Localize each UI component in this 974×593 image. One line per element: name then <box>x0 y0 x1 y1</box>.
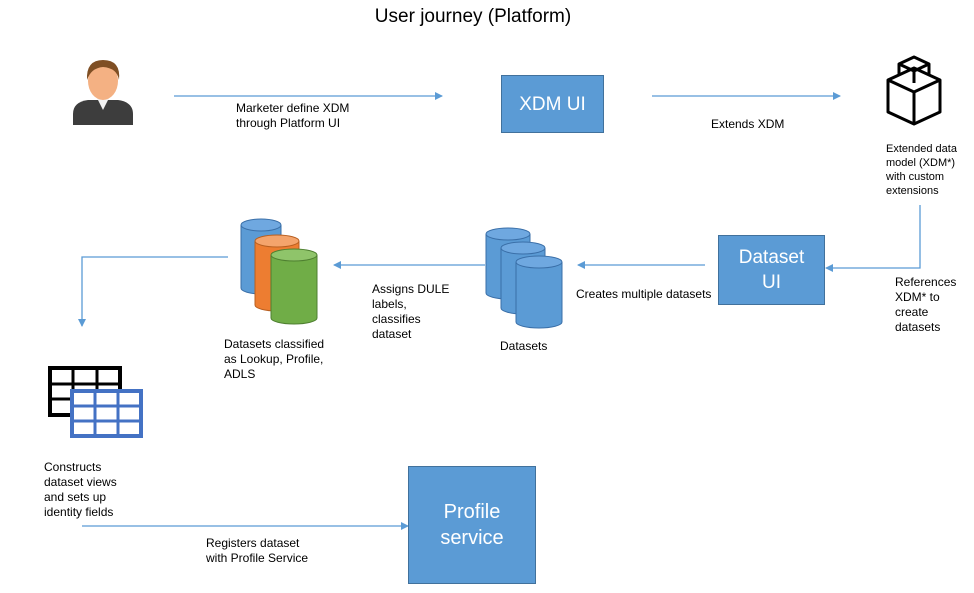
label-extended-model: Extended data model (XDM*) with custom e… <box>886 143 957 197</box>
label-assigns-dule: Assigns DULE labels, classifies dataset <box>372 282 450 341</box>
database-stack-icon <box>485 227 563 329</box>
label-constructs-views: Constructs dataset views and sets up ide… <box>44 460 117 519</box>
table-views-icon <box>48 366 143 438</box>
label-creates-datasets: Creates multiple datasets <box>576 287 712 301</box>
classified-database-icon <box>240 218 318 325</box>
user-avatar-icon <box>73 60 133 125</box>
arrow-cube-to-dataset-ui <box>825 205 921 272</box>
profile-service-box: Profile service <box>408 466 536 584</box>
label-datasets-classified: Datasets classified as Lookup, Profile, … <box>224 337 325 381</box>
label-references-xdm: References XDM* to create datasets <box>895 275 957 334</box>
diagram-title: User journey (Platform) <box>374 6 572 27</box>
label-marketer-define: Marketer define XDM through Platform UI <box>236 101 350 130</box>
label-registers-dataset: Registers dataset with Profile Service <box>206 536 309 565</box>
arrow-classified-to-tables <box>78 256 228 327</box>
label-datasets: Datasets <box>500 339 548 353</box>
cube-icon <box>886 55 942 126</box>
dataset-ui-box: Dataset UI <box>718 235 825 305</box>
xdm-ui-box: XDM UI <box>501 75 604 133</box>
label-extends-xdm: Extends XDM <box>711 117 785 131</box>
